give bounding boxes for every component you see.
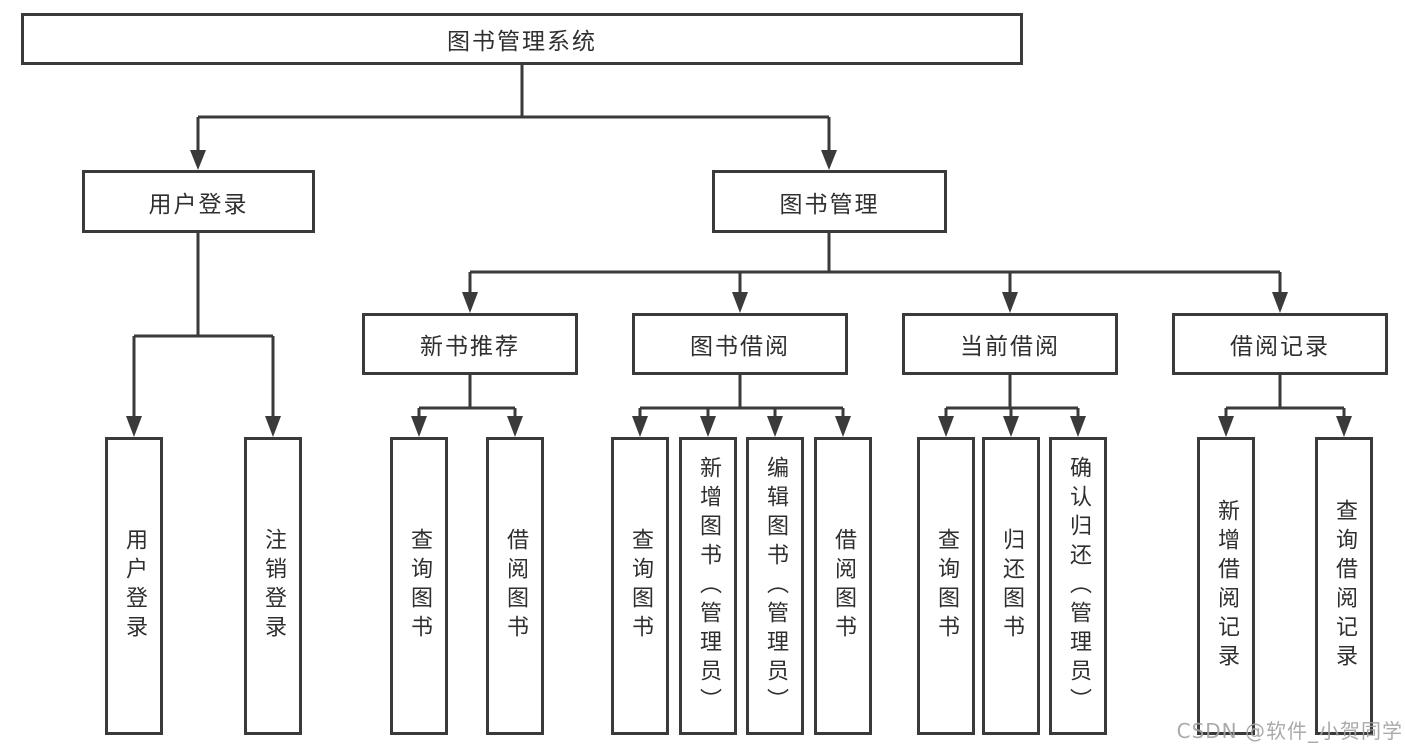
leaf-label: 借阅图书	[503, 528, 528, 644]
leaf-label: 归还图书	[999, 528, 1024, 644]
leaf-current-query-books: 查询图书	[917, 437, 975, 735]
node-current-borrowing: 当前借阅	[902, 313, 1118, 375]
leaf-newbooks-query-books: 查询图书	[390, 437, 448, 735]
leaf-records-query-record: 查询借阅记录	[1315, 437, 1373, 735]
node-root-system: 图书管理系统	[21, 13, 1023, 65]
connector-edges	[132, 65, 1346, 418]
leaf-label: 确认归还（管理员）	[1066, 455, 1091, 717]
leaf-borrowing-add-books: 新增图书（管理员）	[679, 437, 737, 735]
leaf-newbooks-borrow-books: 借阅图书	[486, 437, 544, 735]
leaf-borrowing-query-books: 查询图书	[611, 437, 669, 735]
leaf-label: 查询图书	[628, 528, 653, 644]
node-book-borrowing: 图书借阅	[632, 313, 848, 375]
leaf-label: 查询图书	[407, 528, 432, 644]
leaf-label: 用户登录	[122, 528, 147, 644]
node-borrow-records: 借阅记录	[1172, 313, 1388, 375]
node-user-login: 用户登录	[82, 170, 315, 233]
leaf-borrowing-edit-books: 编辑图书（管理员）	[746, 437, 804, 735]
leaf-label: 编辑图书（管理员）	[763, 455, 788, 717]
leaf-user-login: 用户登录	[105, 437, 163, 735]
leaf-current-return-books: 归还图书	[982, 437, 1040, 735]
leaf-label: 新增借阅记录	[1214, 499, 1239, 673]
node-new-book-recommend: 新书推荐	[362, 313, 578, 375]
leaf-label: 查询图书	[934, 528, 959, 644]
leaf-label: 借阅图书	[831, 528, 856, 644]
leaf-records-add-record: 新增借阅记录	[1197, 437, 1255, 735]
leaf-borrowing-borrow-books: 借阅图书	[814, 437, 872, 735]
leaf-current-confirm-return: 确认归还（管理员）	[1049, 437, 1107, 735]
arrowhead-icon	[126, 150, 1352, 437]
leaf-label: 新增图书（管理员）	[696, 455, 721, 717]
node-book-management: 图书管理	[712, 170, 947, 233]
csdn-watermark: CSDN @软件_小贺同学	[1176, 719, 1403, 743]
leaf-label: 注销登录	[261, 528, 286, 644]
leaf-label: 查询借阅记录	[1332, 499, 1357, 673]
leaf-logout: 注销登录	[244, 437, 302, 735]
